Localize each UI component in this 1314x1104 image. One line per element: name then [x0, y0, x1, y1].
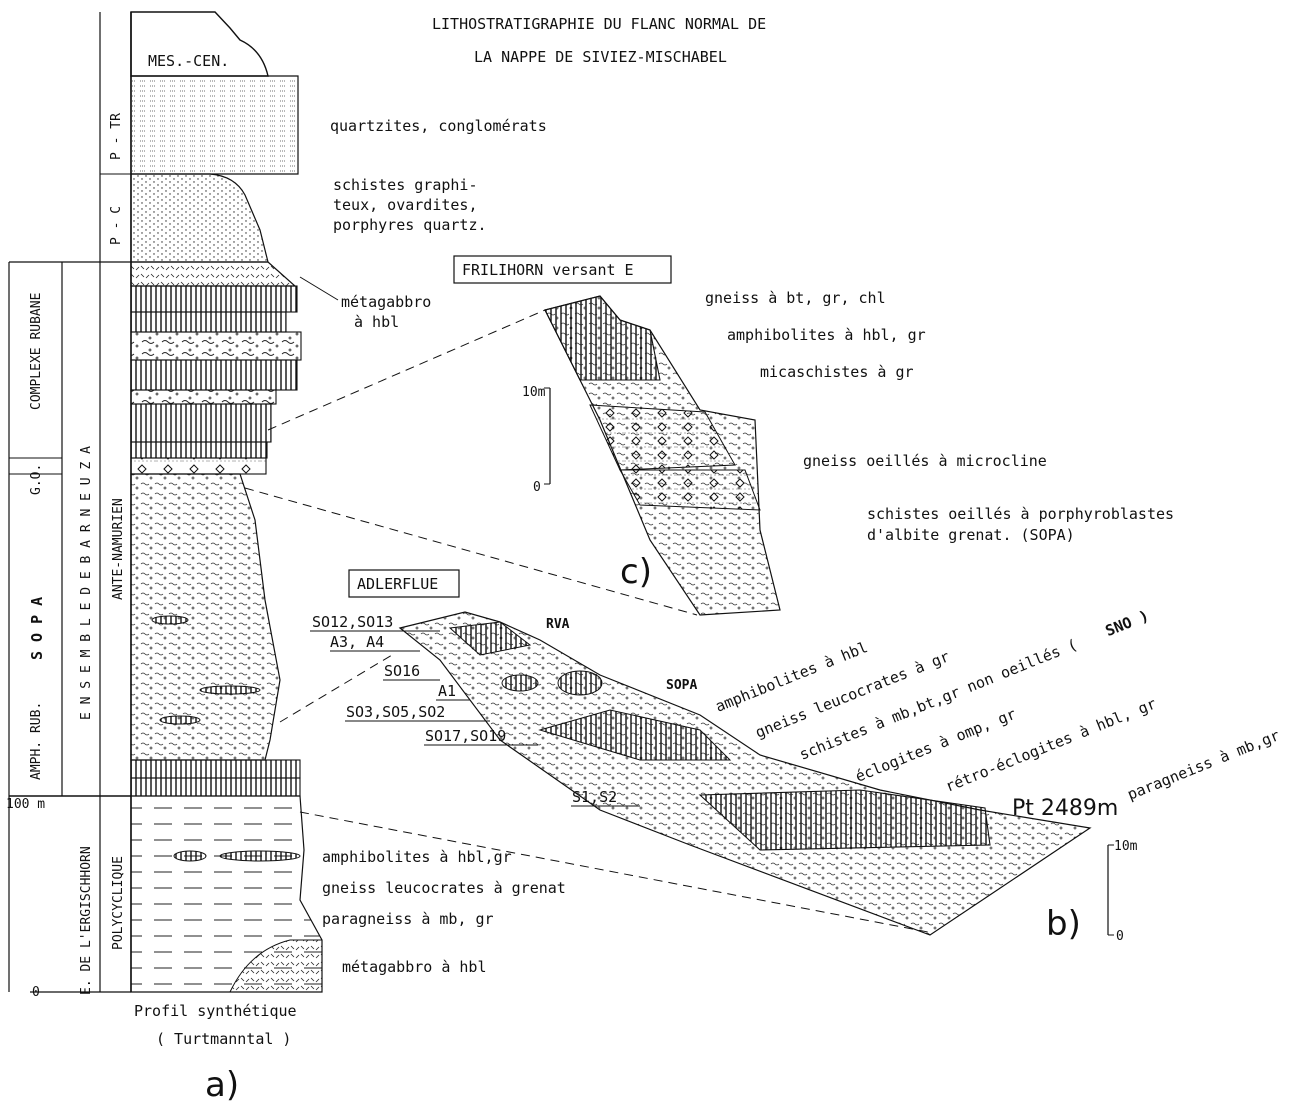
panel-c-letter: c) [620, 552, 652, 592]
panel-c-section [454, 256, 780, 615]
unit-sopa: SOPA [666, 678, 697, 693]
label-polycyclique: POLYCYCLIQUE [111, 856, 126, 950]
label-go: G.O. [29, 464, 44, 495]
column-caption-2: ( Turtmanntal ) [156, 1030, 291, 1048]
lith-amphibolites: amphibolites à hbl,gr [322, 848, 512, 866]
panel-b-lith-retro: rétro-éclogites à hbl, gr [943, 694, 1159, 795]
panel-b-letter: b) [1046, 904, 1081, 944]
panel-b-title: ADLERFLUE [357, 575, 438, 593]
scale-100m: 100 m [6, 797, 45, 812]
lith-gneiss-leuco: gneiss leucocrates à grenat [322, 879, 566, 897]
sample-s1-s2: S1,S2 [572, 788, 617, 806]
panel-c-lith-amphibolites: amphibolites à hbl, gr [727, 326, 926, 344]
panel-b-scale-zero: 0 [1116, 929, 1124, 944]
sample-so12-so13: SO12,SO13 [312, 613, 393, 631]
panel-b-scale-top: 10m [1114, 839, 1138, 854]
panel-a-letter: a) [205, 1065, 239, 1104]
panel-c-lith-gneiss-bt: gneiss à bt, gr, chl [705, 289, 886, 307]
lith-metagabbro-2: à hbl [354, 313, 399, 331]
sample-a1: A1 [438, 682, 456, 700]
lith-metagabbro-1: métagabbro [341, 293, 431, 311]
panel-c-lith-gneiss-oeilles: gneiss oeillés à microcline [803, 452, 1047, 470]
lith-schistes-1: schistes graphi- [333, 176, 478, 194]
label-amph-rub: AMPH. RUB. [29, 702, 44, 780]
panel-c-title: FRILIHORN versant E [462, 261, 634, 279]
panel-b-location: Pt 2489m [1012, 796, 1118, 821]
label-p-tr: P - TR [109, 113, 124, 160]
lith-metagabbro-base: métagabbro à hbl [342, 958, 487, 976]
scale-zero: 0 [32, 985, 40, 1000]
column-caption-1: Profil synthétique [134, 1002, 297, 1020]
lith-quartzites: quartzites, conglomérats [330, 117, 547, 135]
label-p-c: P - C [109, 206, 124, 245]
lith-paragneiss: paragneiss à mb, gr [322, 910, 494, 928]
sample-so16: SO16 [384, 662, 420, 680]
figure-title-line-2: LA NAPPE DE SIVIEZ-MISCHABEL [474, 48, 727, 66]
panel-c-lith-schistes-1: schistes oeillés à porphyroblastes [867, 505, 1174, 523]
label-complexe-rubane: COMPLEXE RUBANE [29, 293, 44, 410]
sample-so17-so19: SO17,SO19 [425, 727, 506, 745]
synthetic-column [9, 12, 322, 992]
label-barneuza: E N S E M B L E D E B A R N E U Z A [79, 446, 94, 720]
panel-c-scale-zero: 0 [533, 480, 541, 495]
panel-c-lith-schistes-2: d'albite grenat. (SOPA) [867, 526, 1075, 544]
figure-title-line-1: LITHOSTRATIGRAPHIE DU FLANC NORMAL DE [432, 15, 766, 33]
label-sopa: S O P A [28, 597, 46, 660]
lith-schistes-3: porphyres quartz. [333, 216, 487, 234]
label-ante-namurien: ANTE-NAMURIEN [111, 498, 126, 600]
column-top-unit: MES.-CEN. [148, 52, 229, 70]
sample-a3-a4: A3, A4 [330, 633, 384, 651]
unit-rva: RVA [546, 617, 570, 632]
sample-so3-so5-so2: SO3,SO5,SO2 [346, 703, 445, 721]
lith-schistes-2: teux, ovardites, [333, 196, 478, 214]
panel-c-lith-micaschistes: micaschistes à gr [760, 363, 914, 381]
label-ergischhorn: E. DE L'ERGISCHHORN [79, 846, 94, 995]
unit-sno: SNO ) [1103, 606, 1152, 640]
panel-c-scale-top: 10m [522, 385, 546, 400]
panel-b-lith-paragneiss: paragneiss à mb,gr [1125, 726, 1282, 804]
